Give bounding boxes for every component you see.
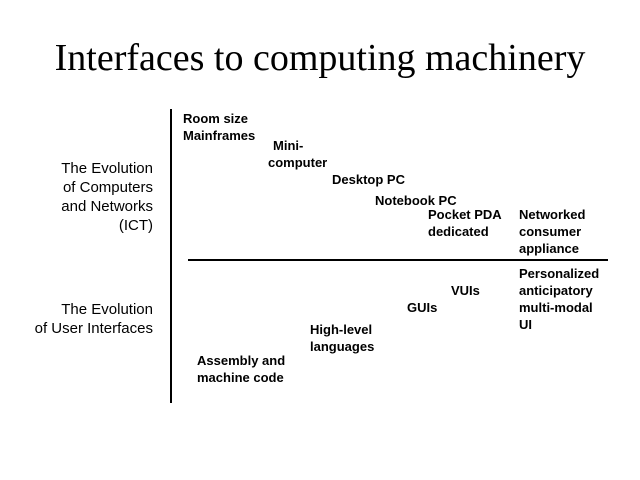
guis-label: GUIs [407, 300, 438, 315]
machine-code-line: machine code [197, 370, 284, 385]
room-size-mainframes-label: Room size Mainframes [183, 110, 255, 144]
vertical-axis-line [170, 109, 172, 403]
languages-line: languages [310, 339, 375, 354]
personalized-ui-label: Personalized anticipatory multi-modal UI [519, 265, 599, 333]
appliance-line: appliance [519, 241, 579, 256]
notebook-pc-label: Notebook PC [375, 193, 457, 208]
consumer-line: consumer [519, 224, 582, 239]
interfaces-evolution-label: The Evolution of User Interfaces [35, 300, 153, 338]
desktop-pc-label: Desktop PC [332, 172, 405, 187]
vuis-label: VUIs [451, 283, 480, 298]
anticipatory-line: anticipatory [519, 283, 593, 298]
networked-consumer-appliance-label: Networked consumer appliance [519, 206, 585, 257]
networked-line: Networked [519, 207, 586, 222]
computers-evolution-label: The Evolution of Computers and Networks … [61, 159, 153, 235]
pocket-pda-line: Pocket PDA [428, 207, 502, 222]
interfaces-evolution-line: of User Interfaces [34, 320, 153, 337]
interfaces-evolution-line: The Evolution [61, 301, 153, 318]
mini-line: Mini- [273, 138, 304, 153]
assembly-line: Assembly and [197, 353, 286, 368]
computers-evolution-line: The Evolution [61, 160, 153, 177]
minicomputer-label: Mini- computer [268, 137, 327, 171]
computer-line: computer [268, 155, 328, 170]
room-size-line: Room size [183, 111, 249, 126]
dedicated-line: dedicated [428, 224, 489, 239]
computers-evolution-line: (ICT) [118, 217, 153, 234]
ui-line: UI [519, 317, 532, 332]
pocket-pda-label: Pocket PDA dedicated [428, 206, 502, 240]
personalized-line: Personalized [519, 266, 600, 281]
slide-title: Interfaces to computing machinery [54, 37, 586, 79]
computers-evolution-line: and Networks [61, 198, 153, 215]
multimodal-line: multi-modal [519, 300, 593, 315]
mainframes-line: Mainframes [183, 128, 256, 143]
high-level-line: High-level [310, 322, 373, 337]
assembly-machine-code-label: Assembly and machine code [197, 352, 285, 386]
horizontal-divider-line [188, 259, 608, 261]
computers-evolution-line: of Computers [62, 179, 153, 196]
high-level-languages-label: High-level languages [310, 321, 374, 355]
